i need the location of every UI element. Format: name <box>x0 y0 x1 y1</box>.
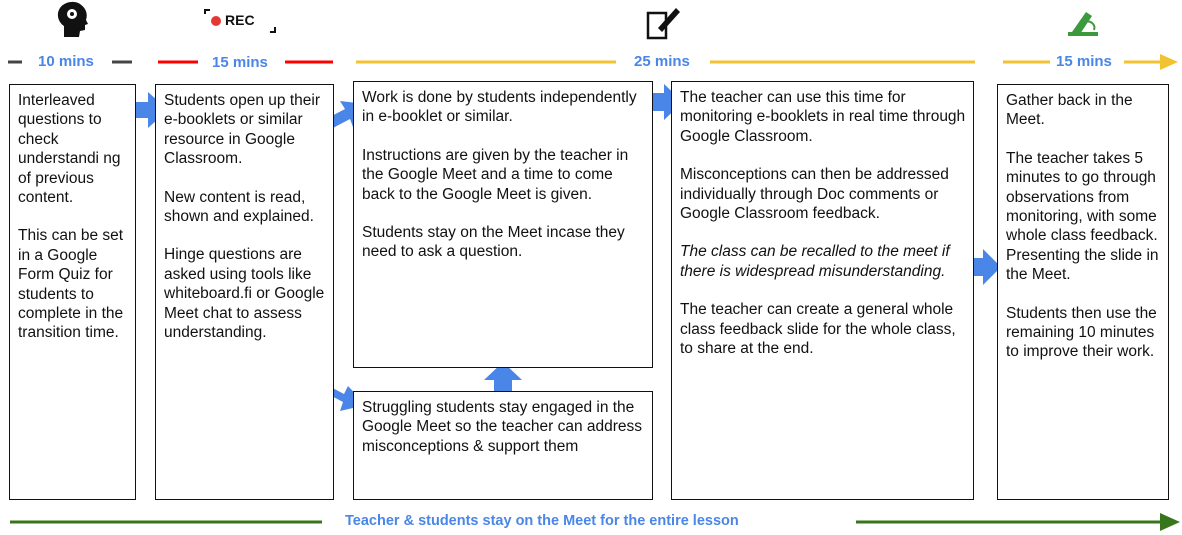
step-5-text-2: The teacher takes 5 minutes to go throug… <box>1006 149 1159 284</box>
step-box-5: Gather back in the Meet. The teacher tak… <box>997 84 1169 500</box>
duration-label-4: 15 mins <box>1056 53 1112 70</box>
step-2-text-2: New content is read, shown and explained… <box>164 188 314 226</box>
edit-document-icon <box>646 8 680 40</box>
step-4-text-3: The class can be recalled to the meet if… <box>680 243 950 280</box>
duration-label-3: 25 mins <box>634 53 690 70</box>
step-box-4: The teacher can use this time for monito… <box>671 81 974 500</box>
step-3-text-2: Instructions are given by the teacher in… <box>362 146 629 203</box>
writing-hand-icon <box>1068 12 1098 36</box>
step-3b-text-1: Struggling students stay engaged in the … <box>362 399 643 455</box>
head-gears-icon <box>57 1 88 37</box>
flow-arrow-up <box>484 362 522 398</box>
timeline-lines <box>8 54 1178 70</box>
step-4-text-4: The teacher can create a general whole c… <box>680 301 956 358</box>
step-4-text-1: The teacher can use this time for monito… <box>680 89 966 145</box>
step-2-text-3: Hinge questions are asked using tools li… <box>164 246 325 342</box>
step-2-text-1: Students open up their e-booklets or sim… <box>164 92 320 168</box>
step-box-2: Students open up their e-booklets or sim… <box>155 84 334 500</box>
timeline-arrowhead <box>1160 54 1178 70</box>
step-box-3-main: Work is done by students independently i… <box>353 81 653 368</box>
step-3-text-1: Work is done by students independently i… <box>362 89 637 126</box>
step-1-text-1: Interleaved questions to check understan… <box>18 92 121 207</box>
rec-label: REC <box>225 12 255 28</box>
step-box-1: Interleaved questions to check understan… <box>9 84 136 500</box>
step-5-text-1: Gather back in the Meet. <box>1006 92 1133 129</box>
step-1-text-2: This can be set in a Google Form Quiz fo… <box>18 227 124 342</box>
step-5-text-3: Students then use the remaining 10 minut… <box>1006 304 1157 361</box>
step-4-text-2: Misconceptions can then be addressed ind… <box>680 166 949 223</box>
footer-caption: Teacher & students stay on the Meet for … <box>345 513 739 529</box>
step-box-3-support: Struggling students stay engaged in the … <box>353 391 653 500</box>
record-icon <box>204 9 276 33</box>
duration-label-1: 10 mins <box>38 53 94 70</box>
duration-label-2: 15 mins <box>212 54 268 71</box>
flow-arrow-5 <box>966 249 1001 285</box>
footer-line <box>10 513 1180 531</box>
step-3-text-3: Students stay on the Meet incase they ne… <box>362 224 625 261</box>
